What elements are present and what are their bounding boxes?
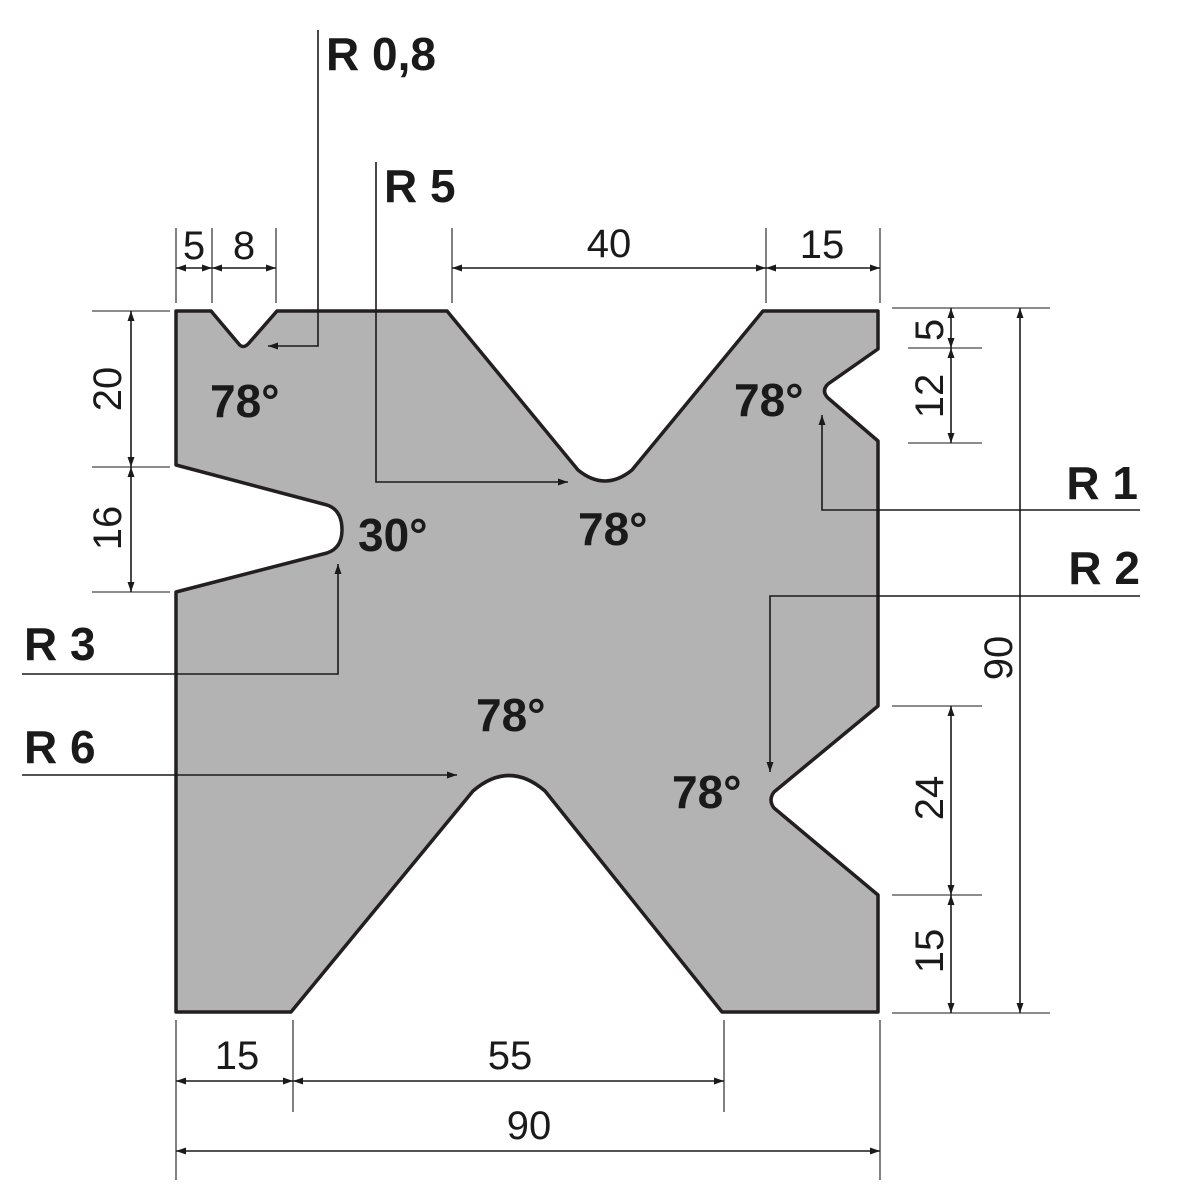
die-profile-body — [174, 309, 880, 1014]
dim-right-15: 15 — [908, 929, 952, 974]
dim-bottom-55: 55 — [488, 1034, 533, 1078]
angle-top-center: 78° — [578, 503, 648, 555]
angle-labels: 78° 78° 78° 30° 78° 78° — [210, 374, 804, 818]
dimension-lines — [127, 264, 1024, 1155]
angle-bottom-center: 78° — [476, 689, 546, 741]
dim-left-16: 16 — [86, 506, 130, 551]
radius-label-right-upper: R 1 — [1066, 457, 1138, 509]
dim-left-20: 20 — [86, 367, 130, 412]
dim-top-5: 5 — [183, 224, 205, 268]
angle-top-left: 78° — [210, 375, 280, 427]
angle-right: 78° — [672, 766, 742, 818]
angle-left: 30° — [358, 509, 428, 561]
dim-top-15: 15 — [800, 223, 845, 267]
dim-right-90: 90 — [977, 636, 1021, 681]
radius-leaders — [22, 30, 1140, 779]
dim-bottom-15: 15 — [215, 1034, 260, 1078]
dim-bottom-90: 90 — [507, 1104, 552, 1148]
dim-right-5: 5 — [908, 319, 952, 341]
radius-label-top-center: R 5 — [384, 160, 456, 212]
radius-label-bottom: R 6 — [24, 721, 96, 773]
dim-right-12: 12 — [908, 374, 952, 419]
dimension-values: 5 8 40 15 20 16 5 12 90 24 15 15 55 90 — [86, 222, 1021, 1148]
dim-top-40: 40 — [587, 222, 632, 266]
dim-right-24: 24 — [908, 776, 952, 821]
radius-label-top-left: R 0,8 — [326, 28, 436, 80]
radius-label-left: R 3 — [24, 618, 96, 670]
dim-top-8: 8 — [233, 224, 255, 268]
radius-labels: R 0,8 R 5 R 1 R 2 R 3 R 6 — [24, 28, 1140, 773]
angle-top-right: 78° — [734, 374, 804, 426]
radius-label-right-lower: R 2 — [1068, 542, 1140, 594]
